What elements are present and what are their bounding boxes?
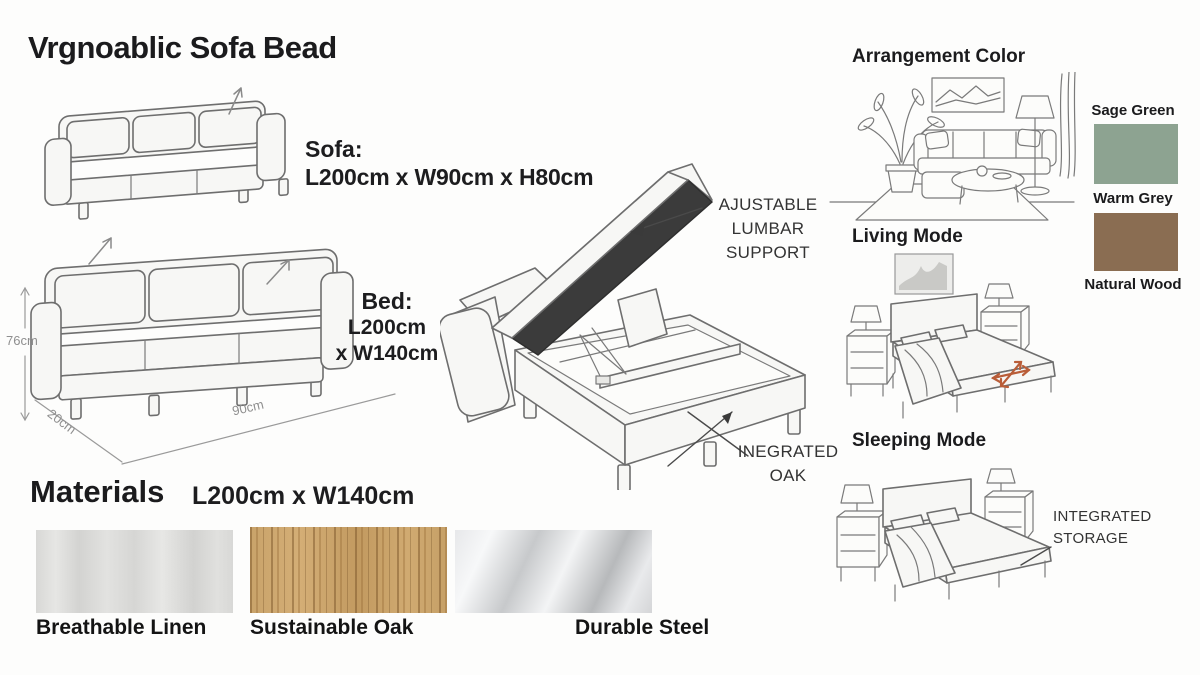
color-label-sage-green: Sage Green — [1091, 102, 1175, 119]
left-nightstand — [846, 305, 896, 397]
color-label-warm-grey: Warm Grey — [1093, 190, 1173, 207]
storage-sofa-illustration — [440, 163, 806, 490]
arrangement-color-heading: Arrangement Color — [852, 46, 1026, 67]
bed-spec-dim1: L200cm — [347, 316, 427, 339]
sofa-shell — [440, 267, 559, 423]
sleeping-mode-illustration — [836, 468, 1052, 602]
lumbar-callout: AJUSTABLE LUMBAR SUPPORT — [710, 193, 826, 264]
sofa-dimension-illustration — [20, 87, 396, 465]
lumbar-line-1: AJUSTABLE — [718, 195, 818, 214]
curtain — [1059, 72, 1076, 179]
expand-arrows-icon — [990, 360, 1031, 389]
bed-spec-label: Bed: — [361, 288, 413, 314]
floor-lamp — [1015, 95, 1055, 196]
material-name-linen: Breathable Linen — [36, 616, 207, 639]
oak-line-1: INEGRATED — [737, 442, 839, 461]
color-swatch-sage-green — [1094, 124, 1178, 184]
storage-leader-line — [1020, 546, 1052, 566]
bed-spec-dim2: x W140cm — [335, 342, 439, 365]
storage-callout: INTEGRATED STORAGE — [1053, 506, 1169, 550]
color-label-natural-wood: Natural Wood — [1084, 276, 1182, 293]
oak-line-2: OAK — [769, 465, 807, 485]
storage-line-1: INTEGRATED — [1053, 508, 1152, 525]
wall-art — [931, 77, 1005, 113]
sofa-top-view — [44, 100, 289, 220]
sleeping-mode-heading: Sleeping Mode — [852, 430, 987, 451]
dimension-lines — [20, 286, 396, 465]
left-nightstand — [836, 484, 888, 582]
material-swatch-oak — [250, 527, 447, 613]
sofa-spec-dimensions: L200cm x W90cm x H80cm — [305, 164, 594, 190]
lift-struts — [579, 327, 627, 385]
lumbar-line-3: SUPPORT — [726, 242, 810, 262]
lumbar-line-2: LUMBAR — [731, 218, 805, 238]
right-arm — [617, 288, 668, 348]
sofa-spec-label: Sofa: — [305, 136, 363, 162]
wall-art — [894, 253, 954, 295]
bed — [882, 478, 1052, 602]
materials-size: L200cm x W140cm — [192, 482, 415, 510]
living-room-illustration — [829, 72, 1076, 221]
oak-leader-lines — [667, 411, 749, 467]
coffee-table — [951, 165, 1025, 205]
page-title: Vrgnoablic Sofa Bead — [28, 30, 337, 65]
bed — [890, 293, 1056, 419]
diagonal-arrow-icon — [88, 237, 290, 285]
lumbar-leader-line — [630, 207, 703, 236]
material-swatch-steel — [455, 530, 652, 613]
material-swatch-linen — [36, 530, 233, 613]
color-swatch-warm-grey — [1094, 213, 1178, 271]
dim-height-label: 76cm — [6, 333, 38, 348]
storage-line-2: STORAGE — [1053, 529, 1129, 547]
material-name-oak: Sustainable Oak — [250, 616, 414, 639]
materials-heading: Materials — [30, 474, 165, 509]
up-arrow-icon — [228, 87, 243, 115]
sofa-front-view — [30, 248, 354, 420]
material-name-steel: Durable Steel — [575, 616, 710, 639]
living-mode-illustration — [846, 253, 1056, 419]
oak-callout: INEGRATED OAK — [734, 440, 842, 488]
living-mode-heading: Living Mode — [852, 226, 963, 247]
lift-lid — [491, 163, 714, 356]
bed-spec-block: Bed: L200cm x W140cm — [332, 288, 442, 367]
